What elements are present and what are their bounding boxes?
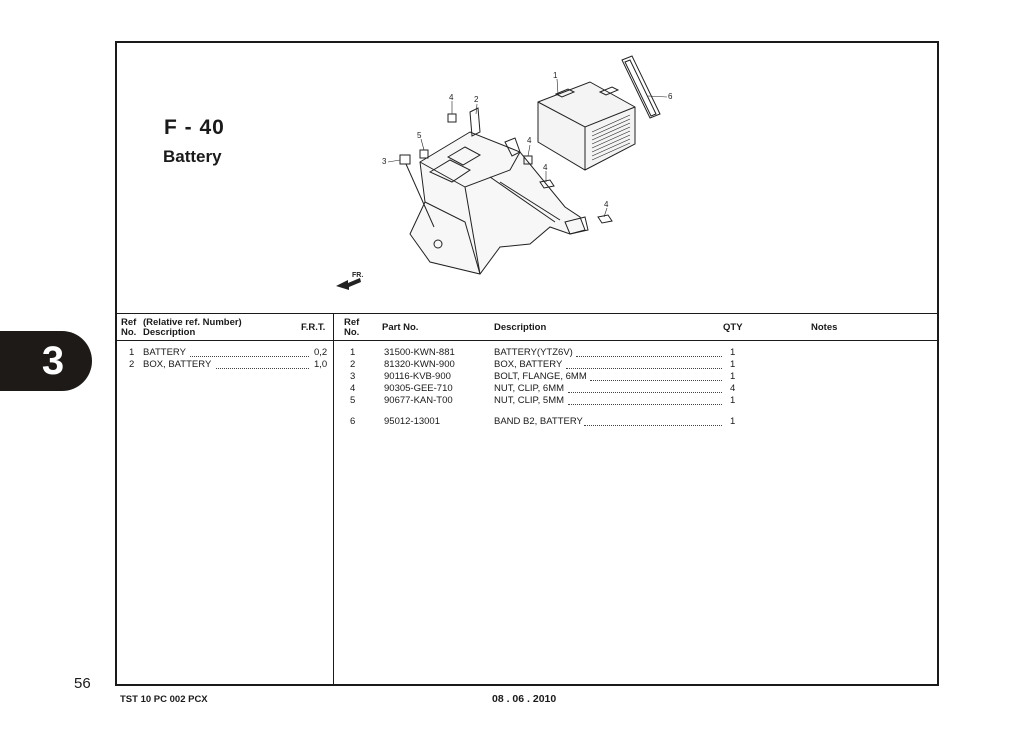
- page-frame: [115, 41, 939, 686]
- section-tab: 3: [0, 331, 92, 391]
- footer-doc-code: TST 10 PC 002 PCX: [120, 694, 208, 705]
- left-desc-header: (Relative ref. Number)Description: [143, 317, 242, 338]
- description-header: Description: [494, 322, 547, 333]
- figure-title: Battery: [163, 147, 222, 166]
- page-number: 56: [74, 675, 91, 692]
- clip-nut-part: [597, 214, 613, 224]
- battery-band-part: [621, 55, 661, 119]
- bolt-part: [399, 154, 435, 228]
- svg-text:FR.: FR.: [352, 272, 363, 279]
- clip-nut-part: [539, 179, 555, 189]
- left-frt-header: F.R.T.: [301, 322, 326, 333]
- qty-header: QTY: [723, 322, 743, 333]
- callout-2: 2: [474, 95, 479, 104]
- callout-6: 6: [668, 92, 673, 101]
- figure-code: F - 40: [164, 116, 225, 139]
- callout-3: 3: [382, 157, 387, 166]
- callout-1: 1: [553, 71, 558, 80]
- table-top-rule: [117, 313, 939, 314]
- clip-nut-part: [419, 149, 429, 159]
- battery-box-part: [409, 107, 589, 275]
- callout-4b: 4: [527, 136, 532, 145]
- clip-nut-part: [447, 113, 457, 123]
- part-no-header: Part No.: [382, 322, 419, 333]
- table-divider: [333, 313, 334, 686]
- callout-4d: 4: [604, 200, 609, 209]
- battery-exploded-diagram: 1 2 3 4 4 4 4 5 6 FR.: [336, 55, 673, 290]
- callout-5: 5: [417, 131, 422, 140]
- notes-header: Notes: [811, 322, 838, 333]
- callout-4a: 4: [449, 93, 454, 102]
- table-header-rule: [117, 340, 939, 341]
- callout-4c: 4: [543, 163, 548, 172]
- front-arrow-icon: FR.: [336, 272, 363, 290]
- footer-date: 08 . 06 . 2010: [492, 693, 557, 705]
- battery-part: [537, 81, 636, 171]
